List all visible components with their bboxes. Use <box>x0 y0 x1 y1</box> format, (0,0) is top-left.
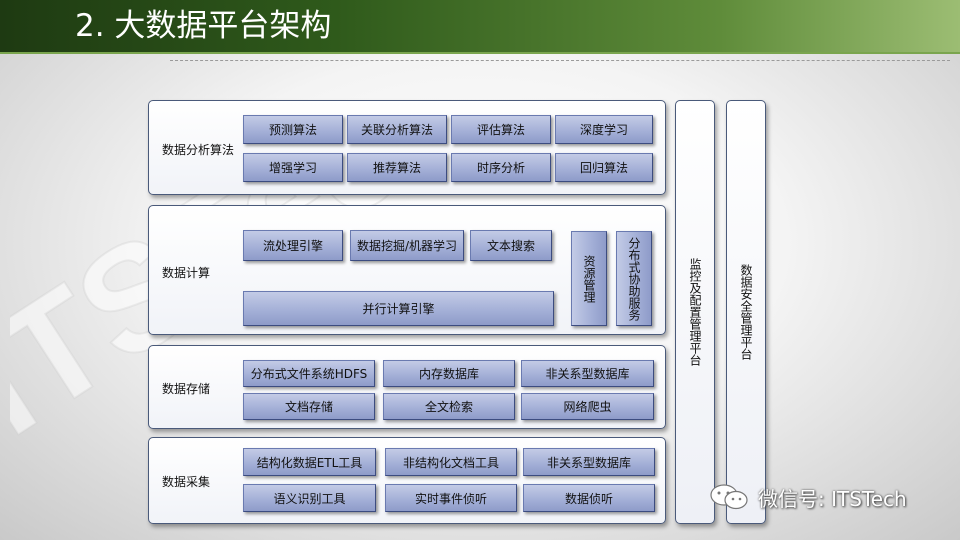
in-memory-db: 内存数据库 <box>383 360 515 387</box>
algo-forecast: 预测算法 <box>243 115 343 144</box>
algo-evaluation: 评估算法 <box>451 115 551 144</box>
semantic-recognition: 语义识别工具 <box>243 484 376 512</box>
algo-regression: 回归算法 <box>555 153 653 182</box>
resource-management: 资源管理 <box>571 231 607 326</box>
algo-time-series: 时序分析 <box>451 153 551 182</box>
distributed-coordination: 分布式协助服务 <box>616 231 652 326</box>
storage-layer-label: 数据存储 <box>162 382 211 396</box>
realtime-event-listen: 实时事件侦听 <box>385 484 517 512</box>
algo-association: 关联分析算法 <box>347 115 447 144</box>
structured-etl-tool: 结构化数据ETL工具 <box>243 448 376 476</box>
hdfs: 分布式文件系统HDFS <box>243 360 375 387</box>
full-text-search: 全文检索 <box>383 393 515 420</box>
wechat-icon <box>710 484 748 510</box>
web-crawler: 网络爬虫 <box>521 393 654 420</box>
stream-engine: 流处理引擎 <box>243 230 343 261</box>
unstructured-doc-tool: 非结构化文档工具 <box>385 448 517 476</box>
title-bar: 2. 大数据平台架构 <box>0 0 960 54</box>
nosql-db-collect: 非关系型数据库 <box>523 448 655 476</box>
parallel-compute-engine: 并行计算引擎 <box>243 291 554 326</box>
data-mining-ml: 数据挖掘/机器学习 <box>350 230 464 261</box>
compute-layer-label: 数据计算 <box>162 266 211 280</box>
wechat-label: 微信号: ITSTech <box>758 486 907 511</box>
collection-layer: 数据采集 结构化数据ETL工具 非结构化文档工具 非关系型数据库 语义识别工具 … <box>148 437 666 524</box>
document-storage: 文档存储 <box>243 393 375 420</box>
security-platform: 数据安全管理平台 <box>726 100 766 524</box>
storage-layer: 数据存储 分布式文件系统HDFS 内存数据库 非关系型数据库 文档存储 全文检索… <box>148 345 666 429</box>
nosql-db: 非关系型数据库 <box>521 360 654 387</box>
collection-layer-label: 数据采集 <box>162 475 211 489</box>
text-search: 文本搜索 <box>470 230 552 261</box>
compute-layer: 数据计算 流处理引擎 数据挖掘/机器学习 文本搜索 并行计算引擎 资源管理 分布… <box>148 205 666 335</box>
analysis-layer: 数据分析算法 预测算法 关联分析算法 评估算法 深度学习 增强学习 推荐算法 时… <box>148 100 666 195</box>
algo-reinforcement: 增强学习 <box>243 153 343 182</box>
wechat-footer: 微信号: ITSTech <box>708 482 907 512</box>
data-listen: 数据侦听 <box>523 484 655 512</box>
monitor-config-platform: 监控及配置管理平台 <box>675 100 715 524</box>
algo-recommendation: 推荐算法 <box>347 153 447 182</box>
analysis-layer-label: 数据分析算法 <box>162 143 235 157</box>
title-divider <box>170 60 950 61</box>
page-title: 2. 大数据平台架构 <box>75 8 332 44</box>
algo-deep-learning: 深度学习 <box>555 115 653 144</box>
